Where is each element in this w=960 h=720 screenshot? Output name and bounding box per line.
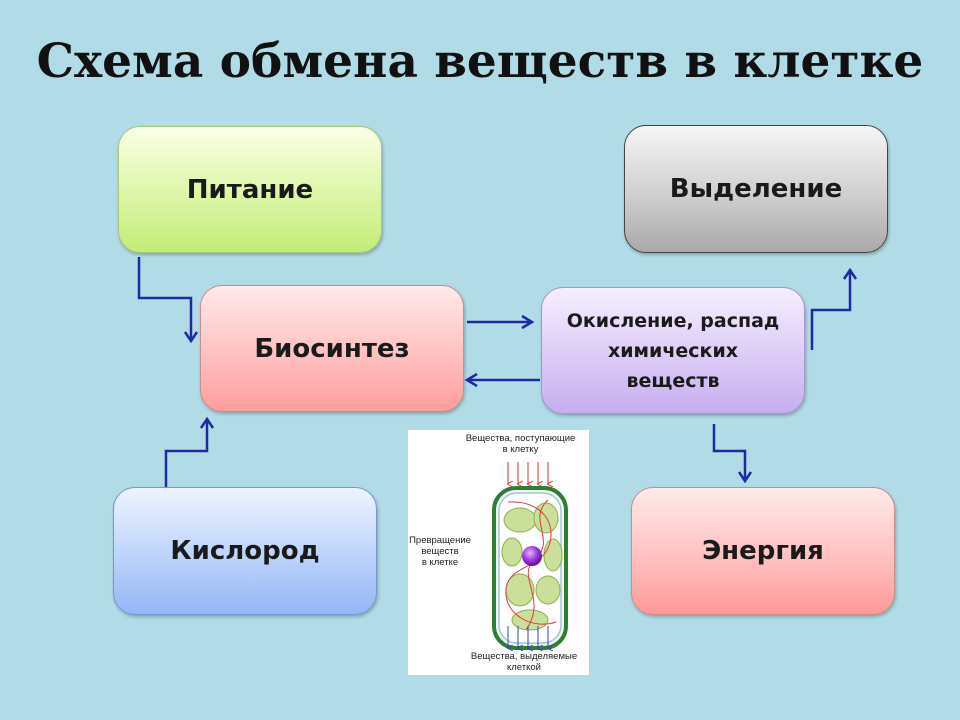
box-biosintez-label: Биосинтез <box>254 333 410 364</box>
box-okislenie-line3: веществ <box>626 369 720 392</box>
box-okislenie-line2: химических <box>607 339 739 362</box>
outgoing-arrows <box>508 626 548 648</box>
cell-side-caption: Превращение веществ в клетке <box>408 535 472 568</box>
incoming-arrows <box>508 462 548 484</box>
cell-top-caption-line2: в клетку <box>502 444 539 455</box>
box-okislenie-line1: Окисление, распад <box>566 309 780 332</box>
arrow-okislenie-to-energiya-head <box>737 471 753 484</box>
box-kislorod: Кислород <box>113 487 377 615</box>
box-pitanie: Питание <box>118 126 382 253</box>
box-energiya: Энергия <box>631 487 895 615</box>
arrow-okislenie-to-energiya <box>712 424 747 481</box>
arrow-pitanie-to-biosintez-head <box>183 331 199 344</box>
nucleus <box>522 546 542 566</box>
box-vydelenie-label: Выделение <box>669 174 843 204</box>
box-pitanie-label: Питание <box>186 174 314 205</box>
cell-top-caption: Вещества, поступающие в клетку <box>453 433 588 455</box>
box-okislenie: Окисление, распад химических веществ <box>541 287 805 414</box>
cell-top-caption-line1: Вещества, поступающие <box>465 433 576 444</box>
page-title: Схема обмена веществ в клетке <box>36 34 924 89</box>
arrow-okislenie-to-vydelenie <box>810 270 852 350</box>
plant-cell-drawing <box>492 462 568 675</box>
cell-bottom-caption: Вещества, выделяемые клеткой <box>458 651 590 673</box>
arrow-kislorod-to-biosintez-head <box>199 416 215 429</box>
arrow-okislenie-to-biosintez-head <box>464 372 478 388</box>
cell-bottom-caption-line1: Вещества, выделяемые <box>470 651 578 662</box>
arrow-kislorod-to-biosintez <box>164 419 209 487</box>
box-biosintez: Биосинтез <box>200 285 464 412</box>
cell-side-caption-line1: Превращение <box>409 535 471 546</box>
cell-side-caption-line2: веществ <box>421 546 459 557</box>
cell-illustration: Вещества, поступающие в клетку Превращен… <box>408 430 589 675</box>
arrow-pitanie-to-biosintez <box>137 257 193 341</box>
cell-side-caption-line3: в клетке <box>421 557 459 568</box>
box-vydelenie: Выделение <box>624 125 888 253</box>
arrow-biosintez-to-okislenie-head <box>521 314 535 330</box>
cell-bottom-caption-line2: клеткой <box>507 662 541 673</box>
arrow-okislenie-to-vydelenie-head <box>842 267 858 280</box>
box-kislorod-label: Кислород <box>170 536 320 566</box>
box-energiya-label: Энергия <box>702 536 824 566</box>
